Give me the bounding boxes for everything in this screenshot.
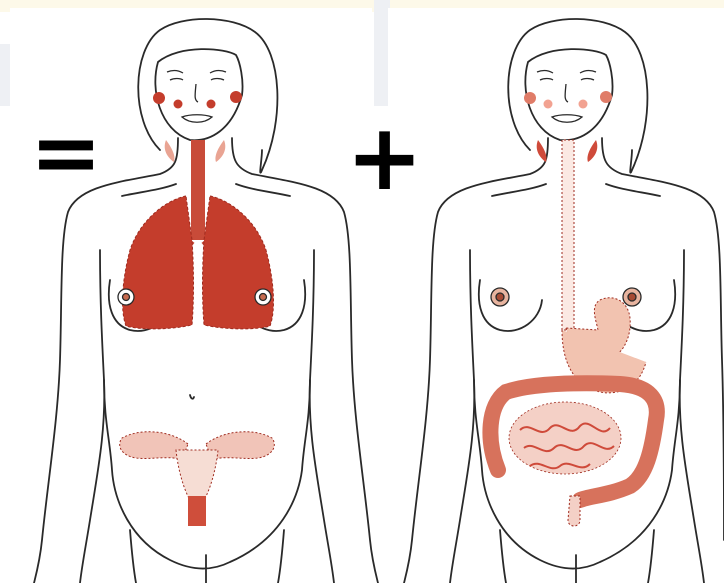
rectum bbox=[568, 496, 580, 526]
face-outline-r bbox=[525, 49, 612, 140]
esophagus bbox=[562, 140, 574, 330]
